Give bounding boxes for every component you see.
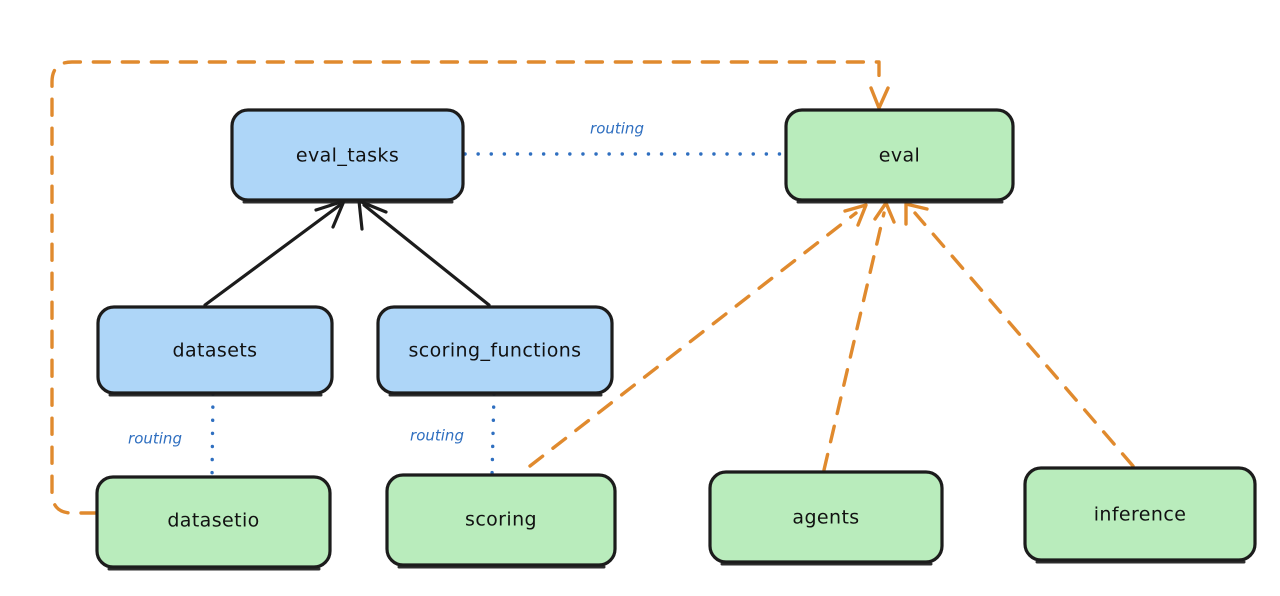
edge-scoring-functions-to-scoring <box>490 392 496 478</box>
node-datasets[interactable]: datasets <box>96 305 334 397</box>
edge-datasetio-to-eval <box>50 60 890 515</box>
node-datasetio-label: datasetio <box>167 510 259 532</box>
node-datasetio-box[interactable] <box>95 475 332 569</box>
node-datasetio[interactable]: datasetio <box>95 475 332 571</box>
node-inference-label: inference <box>1094 504 1187 526</box>
edge-agents-to-eval <box>822 201 896 472</box>
node-agents[interactable]: agents <box>708 470 944 566</box>
edge-scoring-to-eval <box>528 203 868 468</box>
node-scoring-functions-label: scoring_functions <box>409 340 582 362</box>
node-eval-box[interactable] <box>784 108 1015 202</box>
node-agents-label: agents <box>792 507 859 529</box>
edge-label-routing-scoring-functions-scoring: routing <box>410 427 464 445</box>
node-eval-tasks-label: eval_tasks <box>296 145 399 167</box>
node-scoring[interactable]: scoring <box>385 473 617 569</box>
node-eval[interactable]: eval <box>784 108 1015 204</box>
node-inference-box[interactable] <box>1023 466 1257 562</box>
edge-datasets-to-datasetio <box>210 392 215 479</box>
edge-label-text: routing <box>590 120 644 138</box>
edge-scoring-functions-to-eval-tasks <box>357 199 491 307</box>
node-inference[interactable]: inference <box>1023 466 1257 564</box>
node-scoring-functions[interactable]: scoring_functions <box>376 305 614 397</box>
edge-datasets-to-eval-tasks <box>203 199 346 307</box>
node-scoring-functions-box[interactable] <box>376 305 614 395</box>
edge-inference-to-eval <box>904 202 1135 468</box>
edge-label-text: routing <box>410 427 464 445</box>
edge-label-routing-eval-tasks-eval: routing <box>590 120 644 138</box>
node-datasets-label: datasets <box>173 340 258 362</box>
node-eval-tasks[interactable]: eval_tasks <box>230 108 465 204</box>
node-scoring-label: scoring <box>465 509 537 531</box>
edge-label-text: routing <box>128 430 182 448</box>
node-datasets-box[interactable] <box>96 305 334 395</box>
edge-label-routing-datasets-datasetio: routing <box>128 430 182 448</box>
node-eval-label: eval <box>879 145 920 167</box>
node-scoring-box[interactable] <box>385 473 617 567</box>
node-agents-box[interactable] <box>708 470 944 564</box>
node-eval-tasks-box[interactable] <box>230 108 465 202</box>
